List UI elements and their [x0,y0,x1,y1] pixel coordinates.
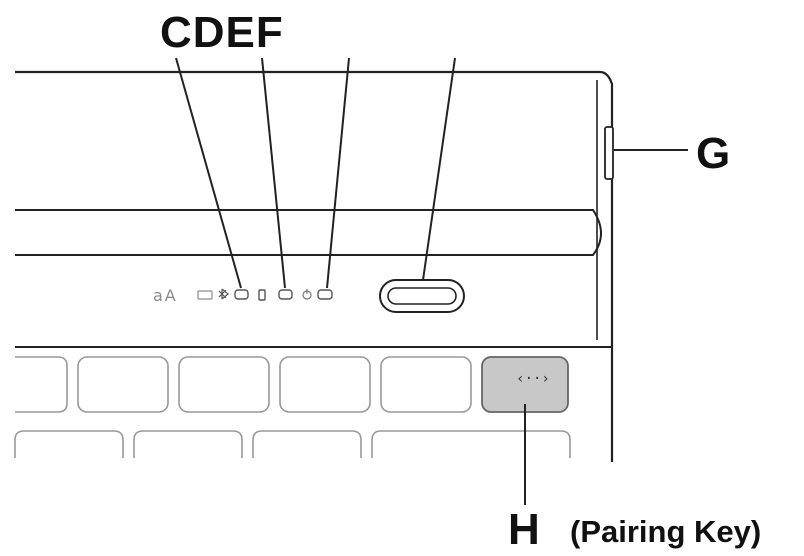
power-button-inner [387,287,457,305]
pairing-key-icon: ‹··› [516,371,550,387]
keyboard-top-edge [15,70,614,462]
key-row1-3 [178,356,270,413]
leader-c [175,57,242,289]
label-h-description: (Pairing Key) [570,514,762,549]
label-cdef: CDEF [160,8,284,57]
key-row1-4 [279,356,371,413]
key-row2-1 [14,430,124,458]
indicator-f-led [317,289,333,300]
leader-d [261,57,286,289]
hinge-groove [15,209,602,256]
indicator-d-led [258,289,266,301]
leader-e [326,57,350,289]
key-row1-2 [77,356,169,413]
indicator-e-led [278,289,293,300]
key-row1-5 [380,356,472,413]
caps-indicator-label: aA [153,286,178,305]
key-row2-2 [133,430,243,458]
label-g: G [696,129,731,178]
side-switch [604,126,614,180]
leader-f [422,57,456,281]
label-h: H [508,505,540,554]
key-row2-3 [252,430,362,458]
bluetooth-icon [218,288,229,300]
caps-lock-indicator-icon [197,290,213,300]
key-row2-4 [371,430,571,458]
key-row1-partial [15,356,68,413]
indicator-c-led [234,289,249,300]
